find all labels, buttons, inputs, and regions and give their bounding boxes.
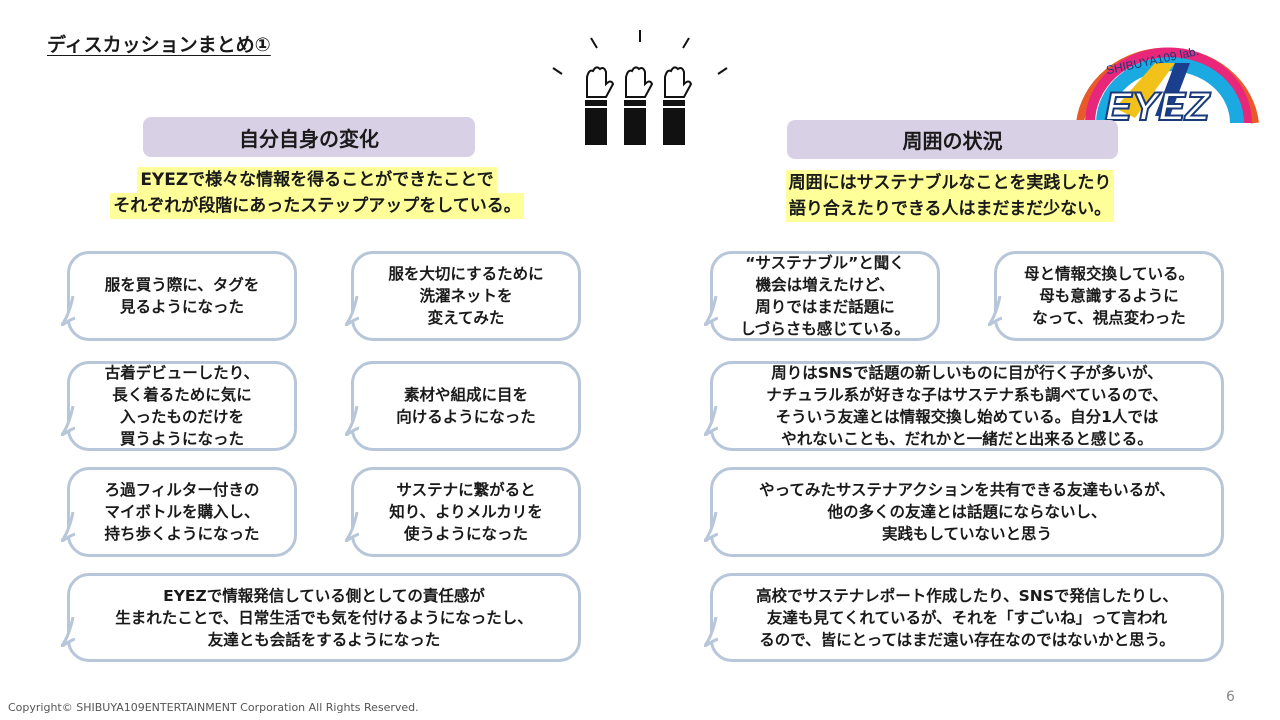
left-summary: EYEZで様々な情報を得ることができたことで それぞれが段階にあったステップアッ… [17, 167, 617, 219]
speech-bubble: 高校でサステナレポート作成したり、SNSで発信したりし、 友達も見てくれているが… [704, 573, 1224, 662]
bubble-tail [345, 406, 359, 436]
bubble-tail [61, 406, 75, 436]
bubble-text: 高校でサステナレポート作成したり、SNSで発信したりし、 友達も見てくれているが… [756, 586, 1178, 649]
eyez-logo: SHIBUYA109 lab. EYEZ [1076, 44, 1259, 128]
speech-bubble: 服を買う際に、タグを 見るようになった [61, 251, 297, 341]
bubble-text: 服を買う際に、タグを 見るようになった [104, 276, 260, 316]
speech-bubble: 母と情報交換している。 母も意識するように なって、視点変わった [988, 251, 1224, 341]
raised-hands-icon [552, 30, 728, 145]
bubble-text: 素材や組成に目を 向けるようになった [396, 386, 536, 426]
bubble-tail [704, 406, 718, 436]
speech-bubble: “サステナブル”と聞く 機会は増えたけど、 周りではまだ話題に しづらさも感じて… [704, 251, 940, 341]
speech-bubble: サステナに繋がると 知り、よりメルカリを 使うようになった [345, 467, 581, 557]
bubble-text: ろ過フィルター付きの マイボトルを購入し、 持ち歩くようになった [104, 481, 260, 543]
bubble-text: 母と情報交換している。 母も意識するように なって、視点変わった [1023, 265, 1195, 327]
summary-line: EYEZで様々な情報を得ることができたことで [137, 167, 497, 193]
speech-bubble: ろ過フィルター付きの マイボトルを購入し、 持ち歩くようになった [61, 467, 297, 557]
speech-bubble: 素材や組成に目を 向けるようになった [345, 361, 581, 451]
summary-line: それぞれが段階にあったステップアップをしている。 [110, 193, 524, 219]
summary-line: 語り合えたりできる人はまだまだ少ない。 [785, 196, 1115, 222]
bubble-text: 周りはSNSで話題の新しいものに目が行く子が多いが、 ナチュラル系が好きな子はサ… [766, 364, 1168, 448]
bubble-tail [704, 512, 718, 542]
speech-bubble: やってみたサステナアクションを共有できる友達もいるが、 他の多くの友達とは話題に… [704, 467, 1224, 557]
bubble-text: 古着デビューしたり、 長く着るために気に 入ったものだけを 買うようになった [104, 364, 260, 448]
bubble-tail [61, 512, 75, 542]
svg-text:EYEZ: EYEZ [1105, 85, 1211, 128]
speech-bubble: 周りはSNSで話題の新しいものに目が行く子が多いが、 ナチュラル系が好きな子はサ… [704, 361, 1224, 451]
bubble-text: やってみたサステナアクションを共有できる友達もいるが、 他の多くの友達とは話題に… [759, 481, 1175, 543]
left-section-header: 自分自身の変化 [143, 117, 475, 157]
summary-line: 周囲にはサステナブルなことを実践したり [785, 170, 1115, 196]
speech-bubble: 服を大切にするために 洗濯ネットを 変えてみた [345, 251, 581, 341]
bubble-text: EYEZで情報発信している側としての責任感が 生まれたことで、日常生活でも気を付… [115, 586, 533, 649]
bubble-text: 服を大切にするために 洗濯ネットを 変えてみた [388, 265, 544, 327]
right-summary: 周囲にはサステナブルなことを実践したり 語り合えたりできる人はまだまだ少ない。 [650, 170, 1250, 222]
bubble-tail [345, 296, 359, 326]
bubble-tail [61, 617, 75, 647]
page-number: 6 [1226, 689, 1235, 705]
bubble-tail [61, 296, 75, 326]
slide-title: ディスカッションまとめ① [47, 34, 271, 56]
bubble-text: サステナに繋がると 知り、よりメルカリを 使うようになった [389, 481, 543, 543]
speech-bubble: EYEZで情報発信している側としての責任感が 生まれたことで、日常生活でも気を付… [61, 573, 581, 662]
right-section-header: 周囲の状況 [787, 120, 1118, 159]
speech-bubble: 古着デビューしたり、 長く着るために気に 入ったものだけを 買うようになった [61, 361, 297, 451]
bubble-text: “サステナブル”と聞く 機会は増えたけど、 周りではまだ話題に しづらさも感じて… [740, 254, 910, 338]
bubble-tail [988, 296, 1002, 326]
bubble-tail [704, 617, 718, 647]
bubble-tail [345, 512, 359, 542]
bubble-tail [704, 296, 718, 326]
copyright: Copyright© SHIBUYA109ENTERTAINMENT Corpo… [8, 701, 419, 714]
